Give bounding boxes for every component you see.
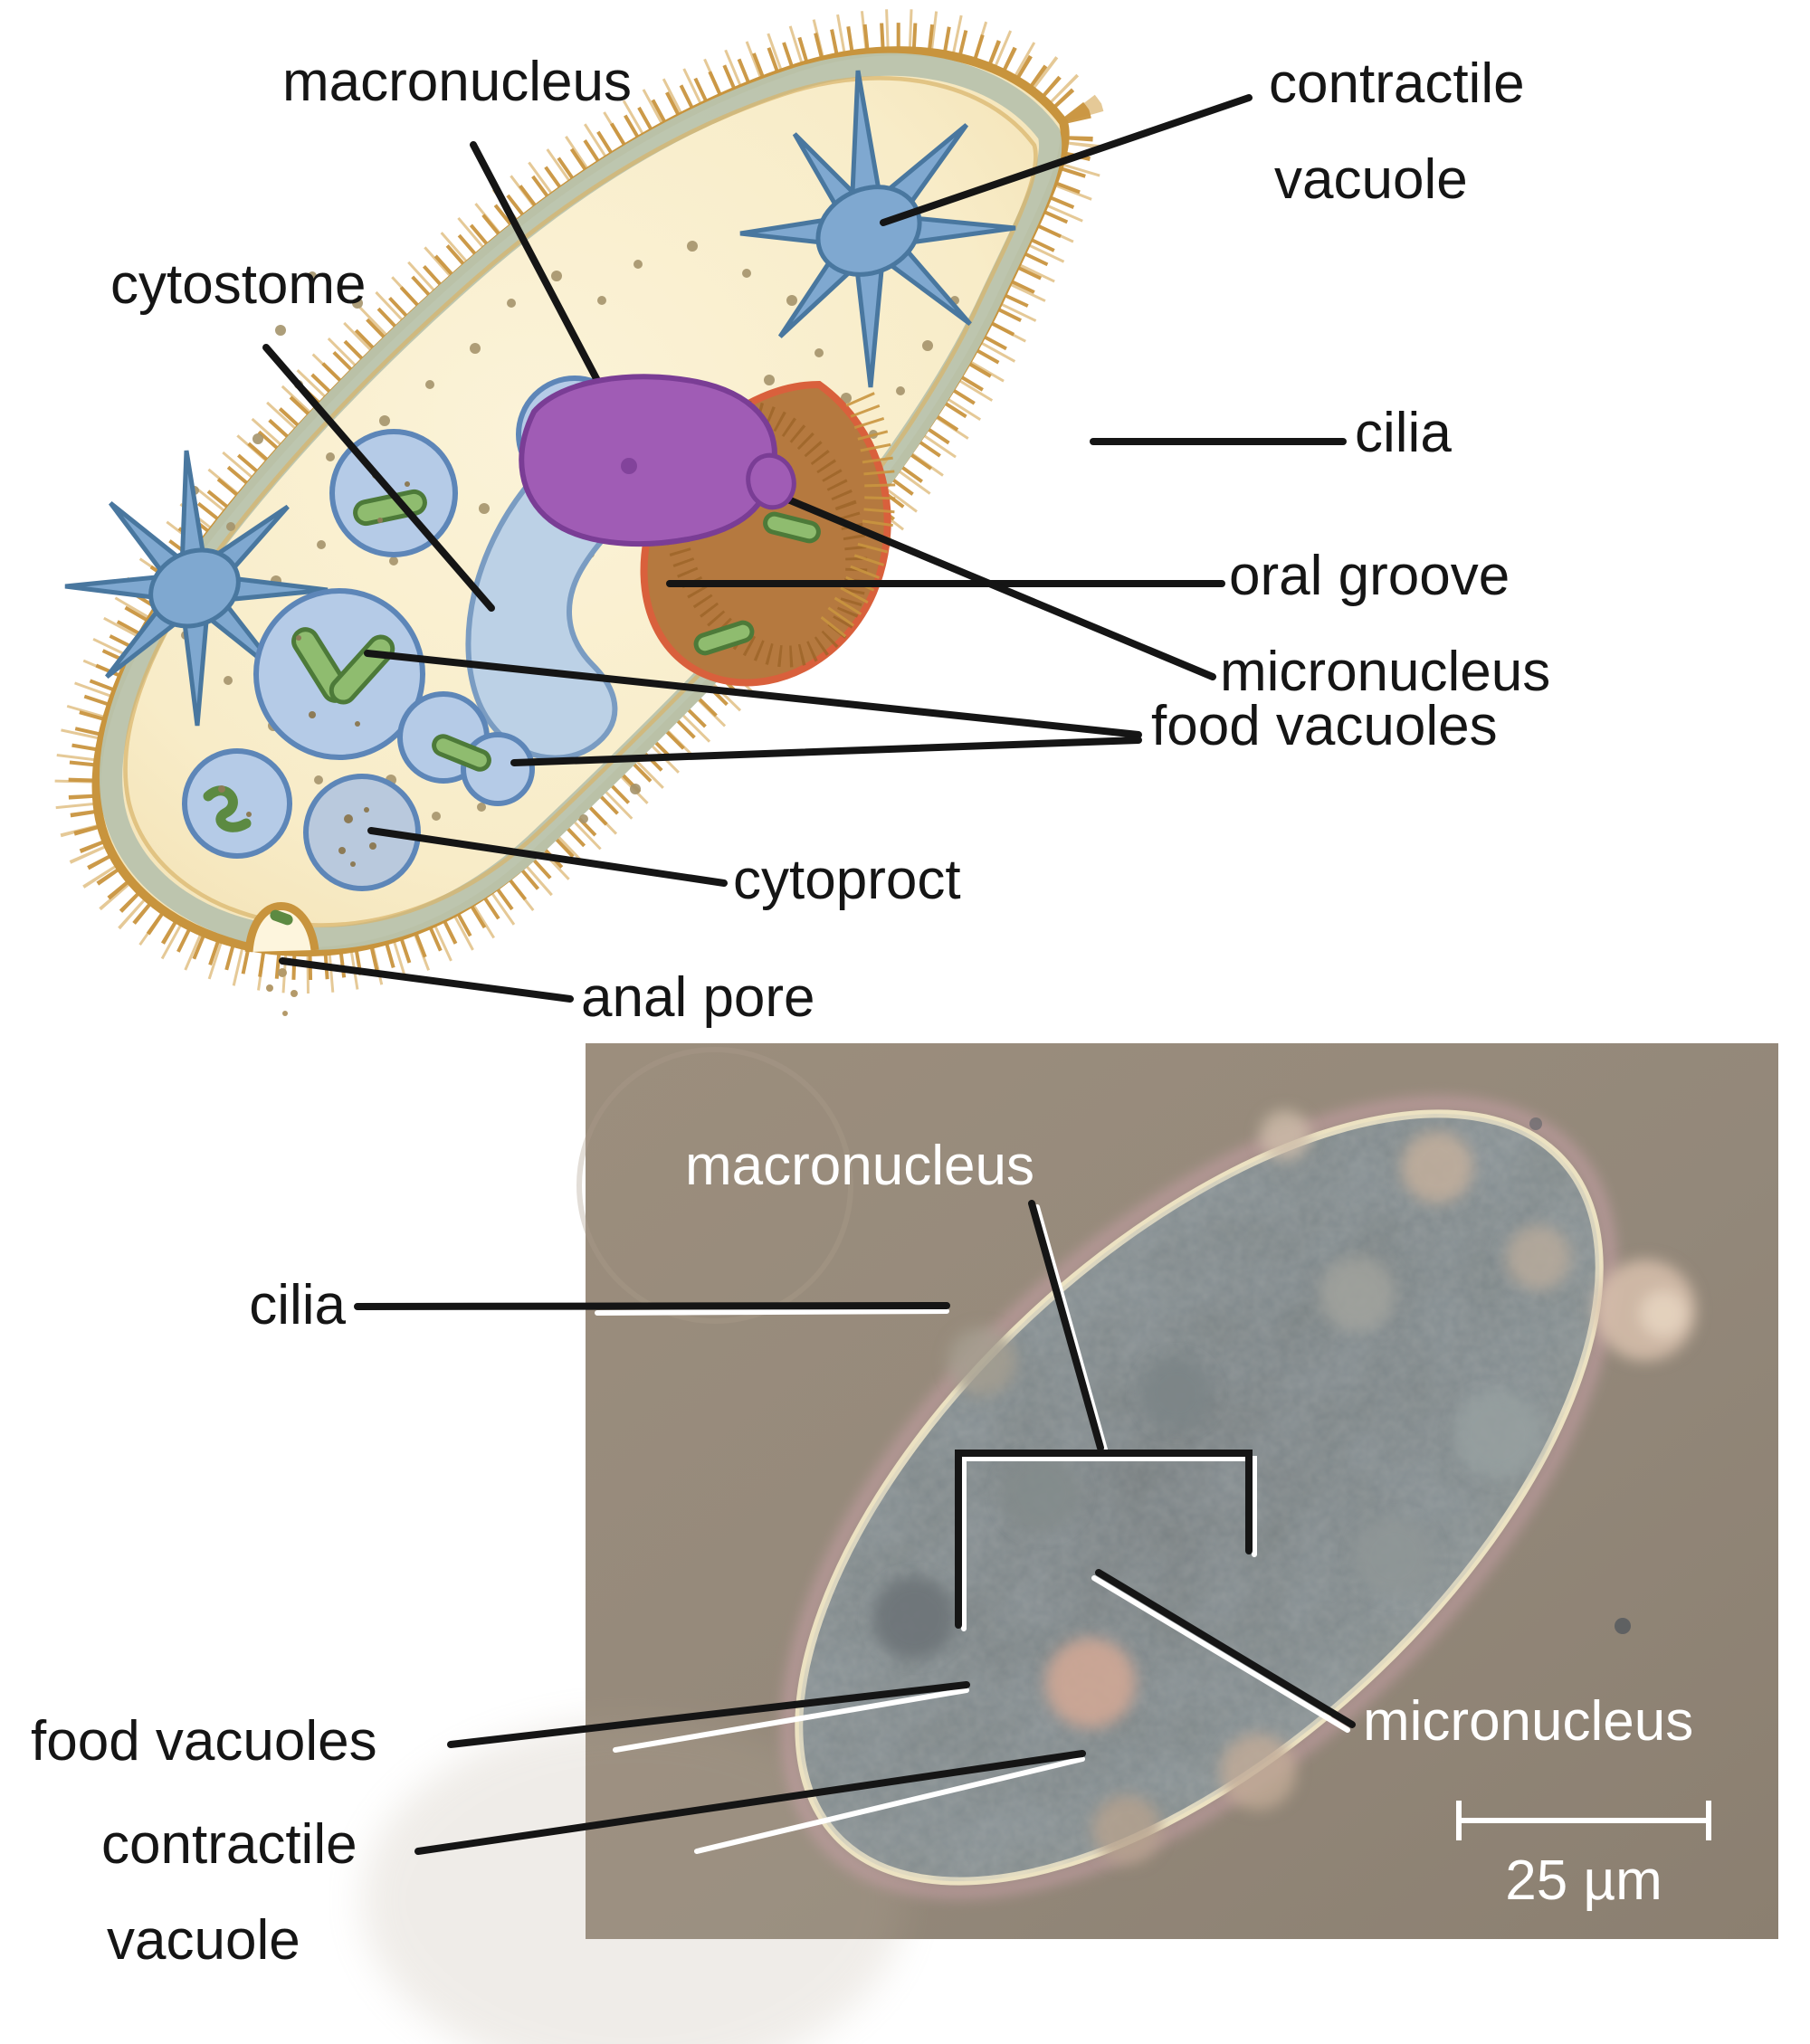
label-contractile-vacuole-line1: contractile: [1269, 52, 1525, 115]
photo-label-contractile-vacuole-line2: vacuole: [107, 1909, 300, 1972]
photo-label-cilia: cilia: [249, 1274, 346, 1336]
label-cilia: cilia: [1355, 402, 1452, 464]
contractile-vacuole-star: [64, 450, 329, 727]
paramecium-micrograph: [354, 1043, 1778, 2044]
micrograph-cell-inclusions: [872, 1110, 1696, 1864]
food-vacuole: [397, 691, 535, 806]
contractile-vacuole-star: [739, 70, 1016, 388]
scale-bar: [1456, 1801, 1711, 1840]
anal-pore-shape: [244, 902, 319, 1016]
food-particle: [693, 620, 755, 656]
macronucleus-dot: [621, 458, 637, 474]
debris-speck: [1529, 1117, 1542, 1130]
label-micronucleus: micronucleus: [1220, 641, 1551, 703]
photo-label-food-vacuoles: food vacuoles: [31, 1710, 377, 1773]
label-food-vacuoles: food vacuoles: [1151, 695, 1498, 757]
micrograph-cell: [782, 1097, 1696, 1898]
food-vacuole-cytoproct: [303, 774, 421, 891]
label-cytoproct: cytoproct: [733, 849, 961, 911]
label-macronucleus: macronucleus: [282, 51, 632, 113]
debris-speck: [1615, 1618, 1631, 1634]
photo-label-macronucleus: macronucleus: [685, 1135, 1034, 1197]
label-oral-groove: oral groove: [1229, 545, 1510, 607]
micrograph-leader-lines: [354, 1200, 1356, 1855]
food-vacuole: [182, 748, 292, 859]
micronucleus-shape: [746, 452, 796, 510]
food-particle: [763, 511, 821, 544]
paramecium-diagram: [54, 9, 1347, 1016]
macronucleus-shape: [519, 374, 777, 547]
label-cytostome: cytostome: [110, 253, 367, 316]
scale-bar-label: 25 µm: [1505, 1849, 1662, 1912]
diagram-leader-lines: [262, 94, 1347, 1003]
label-anal-pore: anal pore: [581, 966, 815, 1029]
photo-label-contractile-vacuole-line1: contractile: [101, 1813, 357, 1876]
photo-label-micronucleus: micronucleus: [1363, 1690, 1694, 1753]
label-contractile-vacuole-line2: vacuole: [1274, 148, 1468, 211]
